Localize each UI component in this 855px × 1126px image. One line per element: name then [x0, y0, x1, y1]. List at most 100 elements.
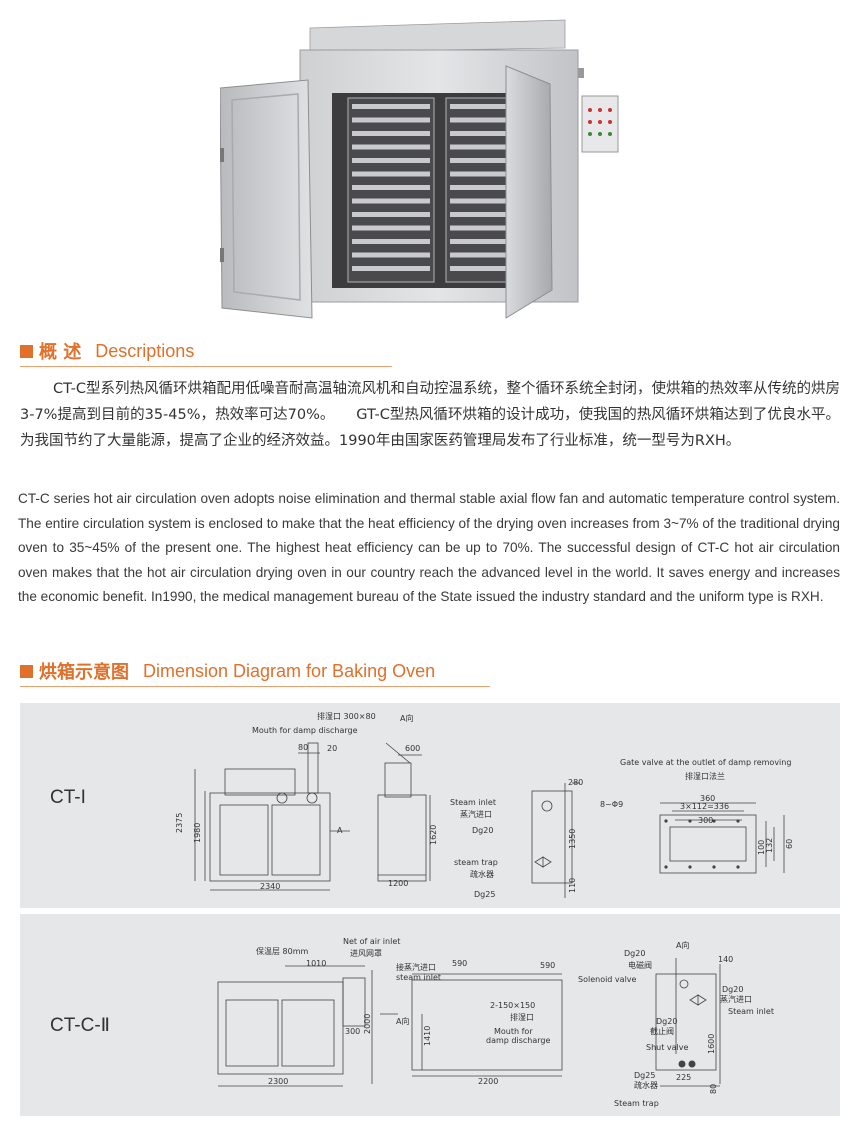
- label: A: [337, 826, 343, 835]
- label: A向: [676, 940, 689, 950]
- label: 2-150×150: [490, 1001, 535, 1010]
- label: Steam inlet: [450, 798, 496, 807]
- oven-shelf: [352, 131, 430, 136]
- label: A向: [396, 1016, 409, 1026]
- label: 225: [676, 1073, 691, 1082]
- label: 蒸汽进口: [720, 994, 752, 1004]
- diagram-panel-ct-i: CT-I: [20, 703, 840, 908]
- label: 2340: [260, 882, 280, 891]
- label: 电磁阀: [628, 960, 652, 970]
- oven-shelf: [450, 158, 528, 163]
- diagram-heading: 烘箱示意图 Dimension Diagram for Baking Oven: [20, 658, 435, 684]
- label: 590: [452, 959, 467, 968]
- description-cn: CT-C型系列热风循环烘箱配用低噪音耐高温轴流风机和自动控温系统，整个循环系统全…: [20, 381, 841, 449]
- label: 300: [698, 816, 713, 825]
- label: 蒸汽进口: [460, 809, 492, 819]
- label: Dg20: [472, 826, 493, 835]
- label: steam inlet: [396, 973, 441, 982]
- heading-cn: 烘箱示意图: [39, 662, 129, 683]
- heading-underline: [20, 366, 392, 367]
- oven-shelf: [450, 225, 528, 231]
- label: 1410: [423, 1026, 432, 1046]
- label: Steam inlet: [728, 1007, 774, 1016]
- label: Dg25: [634, 1071, 655, 1080]
- oven-shelf: [352, 198, 430, 204]
- oven-shelf: [352, 239, 430, 244]
- label: 110: [568, 878, 577, 893]
- oven-shelf: [450, 185, 528, 190]
- oven-shelf: [352, 252, 430, 258]
- label: 疏水器: [634, 1080, 658, 1090]
- label: Solenoid valve: [578, 975, 637, 984]
- label: 60: [785, 839, 794, 849]
- label: 截止阀: [650, 1026, 674, 1036]
- label: 1350: [568, 829, 577, 849]
- label: 1200: [388, 879, 408, 888]
- label: Dg20: [722, 985, 743, 994]
- label: 132: [765, 838, 774, 853]
- label: 排湿口: [510, 1012, 534, 1022]
- oven-shelf: [450, 104, 528, 109]
- oven-shelf: [352, 266, 430, 271]
- descriptions-heading: 概 述 Descriptions: [20, 338, 194, 364]
- label: 排湿口法兰: [685, 771, 725, 781]
- label: 8~Φ9: [600, 800, 623, 809]
- label: Shut valve: [646, 1043, 688, 1052]
- heading-cn: 概 述: [39, 342, 82, 363]
- label: 100: [757, 840, 766, 855]
- label: 保温层 80mm: [256, 946, 309, 956]
- oven-shelf: [352, 117, 430, 123]
- label: Mouth for: [494, 1027, 533, 1036]
- label: 600: [405, 744, 420, 753]
- model-label: CT-I: [50, 787, 86, 808]
- label: 80: [298, 743, 308, 752]
- oven-shelf: [352, 104, 430, 109]
- label: Gate valve at the outlet of damp removin…: [620, 758, 791, 767]
- label: 疏水器: [470, 869, 494, 879]
- heading-en: Dimension Diagram for Baking Oven: [143, 660, 436, 681]
- label: A向: [400, 713, 413, 723]
- label: Dg20: [656, 1017, 677, 1026]
- label: 300: [345, 1027, 360, 1036]
- label: 280: [568, 778, 583, 787]
- oven-shelf: [450, 252, 528, 258]
- label: 2000: [363, 1014, 372, 1034]
- label: 590: [540, 961, 555, 970]
- oven-product-image: [220, 19, 619, 319]
- ct-i-drawing: 排湿口 300×80 A向 Mouth for damp discharge 8…: [175, 711, 794, 899]
- heading-square-icon: [20, 344, 33, 358]
- label: 20: [327, 744, 337, 753]
- heading-underline: [20, 686, 490, 687]
- label: 1980: [193, 823, 202, 843]
- oven-shelf: [450, 212, 528, 217]
- label: damp discharge: [486, 1036, 550, 1045]
- oven-shelf: [450, 144, 528, 150]
- oven-shelf: [352, 171, 430, 177]
- label: Dg25: [474, 890, 495, 899]
- label: 1600: [707, 1034, 716, 1054]
- oven-shelf: [450, 239, 528, 244]
- oven-shelf: [352, 212, 430, 217]
- label: 接蒸汽进口: [396, 962, 436, 972]
- oven-shelf: [352, 144, 430, 150]
- label: 1620: [429, 825, 438, 845]
- label: 1010: [306, 959, 326, 968]
- oven-shelf: [352, 158, 430, 163]
- ct-c-ii-drawing: 保温层 80mm 1010 Net of air inlet 进风网罩 300 …: [217, 937, 774, 1108]
- label: 进风网罩: [350, 949, 382, 958]
- oven-shelf: [450, 198, 528, 204]
- heading-en: Descriptions: [95, 340, 195, 361]
- label: Mouth for damp discharge: [252, 726, 358, 735]
- oven-shelf: [450, 171, 528, 177]
- label: 2300: [268, 1077, 288, 1086]
- heading-square-icon: [20, 664, 33, 678]
- oven-shelf: [352, 185, 430, 190]
- label: Net of air inlet: [343, 937, 400, 946]
- oven-shelf: [352, 225, 430, 231]
- label: 2375: [175, 813, 184, 833]
- label: 2200: [478, 1077, 498, 1086]
- oven-shelf: [450, 266, 528, 271]
- oven-shelf: [450, 131, 528, 136]
- diagram-panel-ct-c-ii: CT-C-Ⅱ 保温层 80mm: [20, 914, 840, 1116]
- label: Dg20: [624, 949, 645, 958]
